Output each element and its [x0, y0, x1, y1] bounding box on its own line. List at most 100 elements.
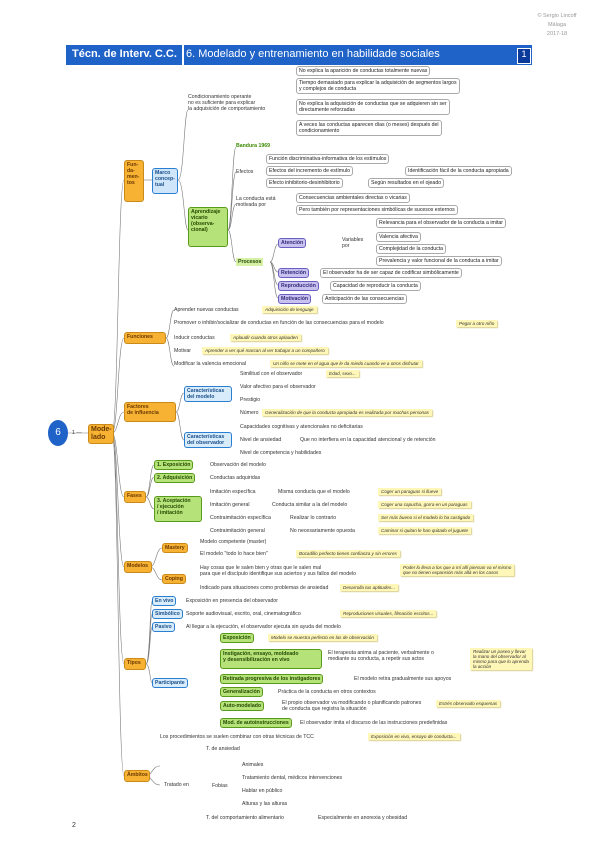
- node-fundamentos[interactable]: Fun- da- men- tos: [124, 160, 144, 202]
- fase-row-type: Imitación específica: [210, 489, 256, 495]
- participante-text: El terapeuta anima al paciente, verbalme…: [328, 650, 434, 662]
- fobia-item: Alturas y las alturas: [242, 801, 288, 807]
- ambitos-first: Los procedimientos se suelen combinar co…: [160, 734, 314, 740]
- funcion-item: Inducir conductas: [174, 335, 215, 341]
- tratado-label: Tratado en: [164, 782, 189, 788]
- funcion-item: Motivar: [174, 348, 192, 354]
- watermark: © Sergio Lincoff Málaga 2017-18: [532, 12, 582, 39]
- header-divider: [182, 45, 184, 65]
- observador-item: Capacidades cognitivas y atencionales no…: [240, 424, 363, 430]
- node-atencion[interactable]: Atención: [278, 238, 307, 248]
- node-pasivo[interactable]: Pasivo: [152, 622, 175, 632]
- efecto-item: Función discriminativa-informativa de lo…: [266, 154, 390, 164]
- observador-item: Nivel de ansiedad: [240, 437, 282, 443]
- modelo-item: Valor afectivo para el observador: [240, 384, 316, 390]
- node-ambitos[interactable]: Ámbitos: [124, 770, 150, 782]
- condicion-item: No explica la aparición de conductas tot…: [296, 66, 431, 76]
- participante-note: Estrés observado esquemas: [436, 700, 501, 707]
- efecto-detail: Identificación fácil de la conducta apro…: [405, 166, 512, 176]
- node-factores-influencia[interactable]: Factores de influencia: [124, 402, 176, 422]
- node-exposicion[interactable]: 1. Exposición: [154, 460, 194, 470]
- fase-row-type: Contraimitación general: [210, 528, 265, 534]
- tratado-item: T. del comportamiento alimentario: [206, 815, 284, 821]
- footer-page-number: 2: [72, 822, 76, 829]
- participante-generalizacion[interactable]: Generalización: [220, 687, 263, 697]
- participante-note: Modelo se muestra perfecto en las de obs…: [268, 634, 377, 641]
- adquisicion-text: Conductas adquiridas: [210, 475, 261, 481]
- procesos-label: Procesos: [236, 258, 264, 266]
- participante-text: Práctica de la conducta en otros context…: [278, 689, 376, 695]
- funcion-note: Pegar a otro niño: [456, 320, 498, 327]
- node-en-vivo[interactable]: En vivo: [152, 596, 177, 606]
- variable-item: Prevalencia y valor funcional de la cond…: [376, 256, 502, 266]
- exposicion-text: Observación del modelo: [210, 462, 266, 468]
- node-tipos[interactable]: Tipos: [124, 658, 146, 670]
- fase-row-note: Coger una capucha, gorra en un paraguas: [378, 501, 471, 508]
- root-node-modelado[interactable]: Mode- lado: [88, 424, 114, 444]
- retencion-text: El observador ha de ser capaz de codific…: [320, 268, 462, 278]
- node-motivacion[interactable]: Motivación: [278, 294, 312, 304]
- node-modelos[interactable]: Modelos: [124, 561, 152, 573]
- node-caracteristicas-modelo[interactable]: Características del modelo: [184, 386, 232, 402]
- funcion-item: Modificar la valencia emocional: [174, 361, 247, 367]
- alimentario-detail: Especialmente en anorexia y obesidad: [318, 815, 408, 821]
- conducta-item: Consecuencias ambientales directas o vic…: [296, 193, 410, 203]
- variable-item: Valencia afectiva: [376, 232, 421, 242]
- node-retencion[interactable]: Retención: [278, 268, 310, 278]
- modelo-note: Generalización de que la conducta apropi…: [262, 409, 432, 416]
- page-header: Técn. de Interv. C.C. 6. Modelado y entr…: [66, 45, 532, 65]
- participante-exposicion[interactable]: Exposición: [220, 633, 254, 643]
- coping-item: Hay cosas que le salen bien y otras que …: [200, 565, 357, 577]
- node-mastery[interactable]: Mastery: [162, 543, 188, 553]
- node-adquisicion[interactable]: 2. Adquisición: [154, 473, 196, 483]
- modelo-item: Número: [240, 410, 259, 416]
- simbolico-text: Soporte audiovisual, escrito, oral, cine…: [186, 611, 301, 617]
- variable-item: Complejidad de la conducta: [376, 244, 447, 254]
- node-marco-conceptual[interactable]: Marco concep- tual: [152, 168, 178, 194]
- node-fases[interactable]: Fases: [124, 491, 146, 503]
- funcion-item: Promover o inhibir/socializar de conduct…: [174, 320, 384, 326]
- bandura-label: Bandura 1969: [236, 143, 271, 149]
- course-title: Técn. de Interv. C.C.: [72, 48, 177, 60]
- fase-row-desc: Conducta similar a la del modelo: [272, 502, 348, 508]
- funcion-note: Un niño se mete en el agua que le da mie…: [270, 360, 422, 367]
- fobia-item: Tratamiento dental, médicos intervencion…: [242, 775, 343, 781]
- watermark-line: © Sergio Lincoff: [537, 13, 577, 19]
- coping-note: Poder lo lleva a los que a mí allí piens…: [400, 564, 515, 576]
- mastery-item: El modelo "todo lo hace bien": [200, 551, 268, 557]
- mastery-item: Modelo competente (master): [200, 539, 267, 545]
- fase-row-type: Contraimitación específica: [210, 515, 271, 521]
- efectos-label: Efectos: [236, 169, 254, 175]
- ambitos-note: Exposición en vivo, ensayo de conducta..…: [368, 733, 460, 740]
- node-aprendizaje-vicario[interactable]: Aprendizaje vicario (observa- cional): [188, 207, 228, 247]
- reproduccion-text: Capacidad de reproducir la conducta: [330, 281, 421, 291]
- condicion-item: No explica la adquisición de conductas q…: [296, 99, 450, 115]
- efecto-detail: Según resultados en el ojeado: [368, 178, 445, 188]
- chapter-title: 6. Modelado y entrenamiento en habilidad…: [186, 48, 440, 60]
- fase-row-note: Ser más bueno si el modelo lo ha castiga…: [378, 514, 474, 521]
- participante-autoinstrucciones[interactable]: Mod. de autoinstrucciones: [220, 718, 292, 728]
- participante-instigacion[interactable]: Instigación, ensayo, moldeado y desensib…: [220, 649, 322, 669]
- page-number-badge: 1: [517, 48, 531, 64]
- node-participante[interactable]: Participante: [152, 678, 188, 688]
- mastery-note: Bocadillo perfecto tienen confianza y si…: [296, 550, 400, 557]
- envivo-text: Exposición en presencia del observador: [186, 598, 278, 604]
- node-caracteristicas-observador[interactable]: Características del observador: [184, 432, 232, 448]
- node-reproduccion[interactable]: Reproducción: [278, 281, 319, 291]
- fase-row-note: Coger un paraguas si llueve: [378, 488, 442, 495]
- pasivo-text: Al llegar a la ejecución, el observador …: [186, 624, 341, 630]
- efecto-item: Efecto inhibitorio-desinhibitorio: [266, 178, 343, 188]
- node-simbolico[interactable]: Simbólico: [152, 609, 183, 619]
- instigacion-note: Realizar un paseo y llevar la mano del o…: [470, 648, 532, 670]
- condicion-item: Tiempo demasiado para explicar la adquis…: [296, 78, 460, 94]
- modelo-item: Similitud con el observador: [240, 371, 303, 377]
- participante-automodelado[interactable]: Auto-modelado: [220, 701, 265, 711]
- node-coping[interactable]: Coping: [162, 574, 186, 584]
- conducta-label: La conducta está motivada por: [236, 196, 276, 208]
- observador-item: Nivel de competencia y habilidades: [240, 450, 322, 456]
- node-aceptacion[interactable]: 3. Aceptación / ejecución / imitación: [154, 496, 202, 522]
- fase-row-desc: Realizar lo contrario: [290, 515, 337, 521]
- participante-retirada[interactable]: Retirada progresiva de los instigadores: [220, 674, 324, 684]
- efecto-item: Efectos del incremento de estímulo: [266, 166, 354, 176]
- node-funciones[interactable]: Funciones: [124, 332, 166, 344]
